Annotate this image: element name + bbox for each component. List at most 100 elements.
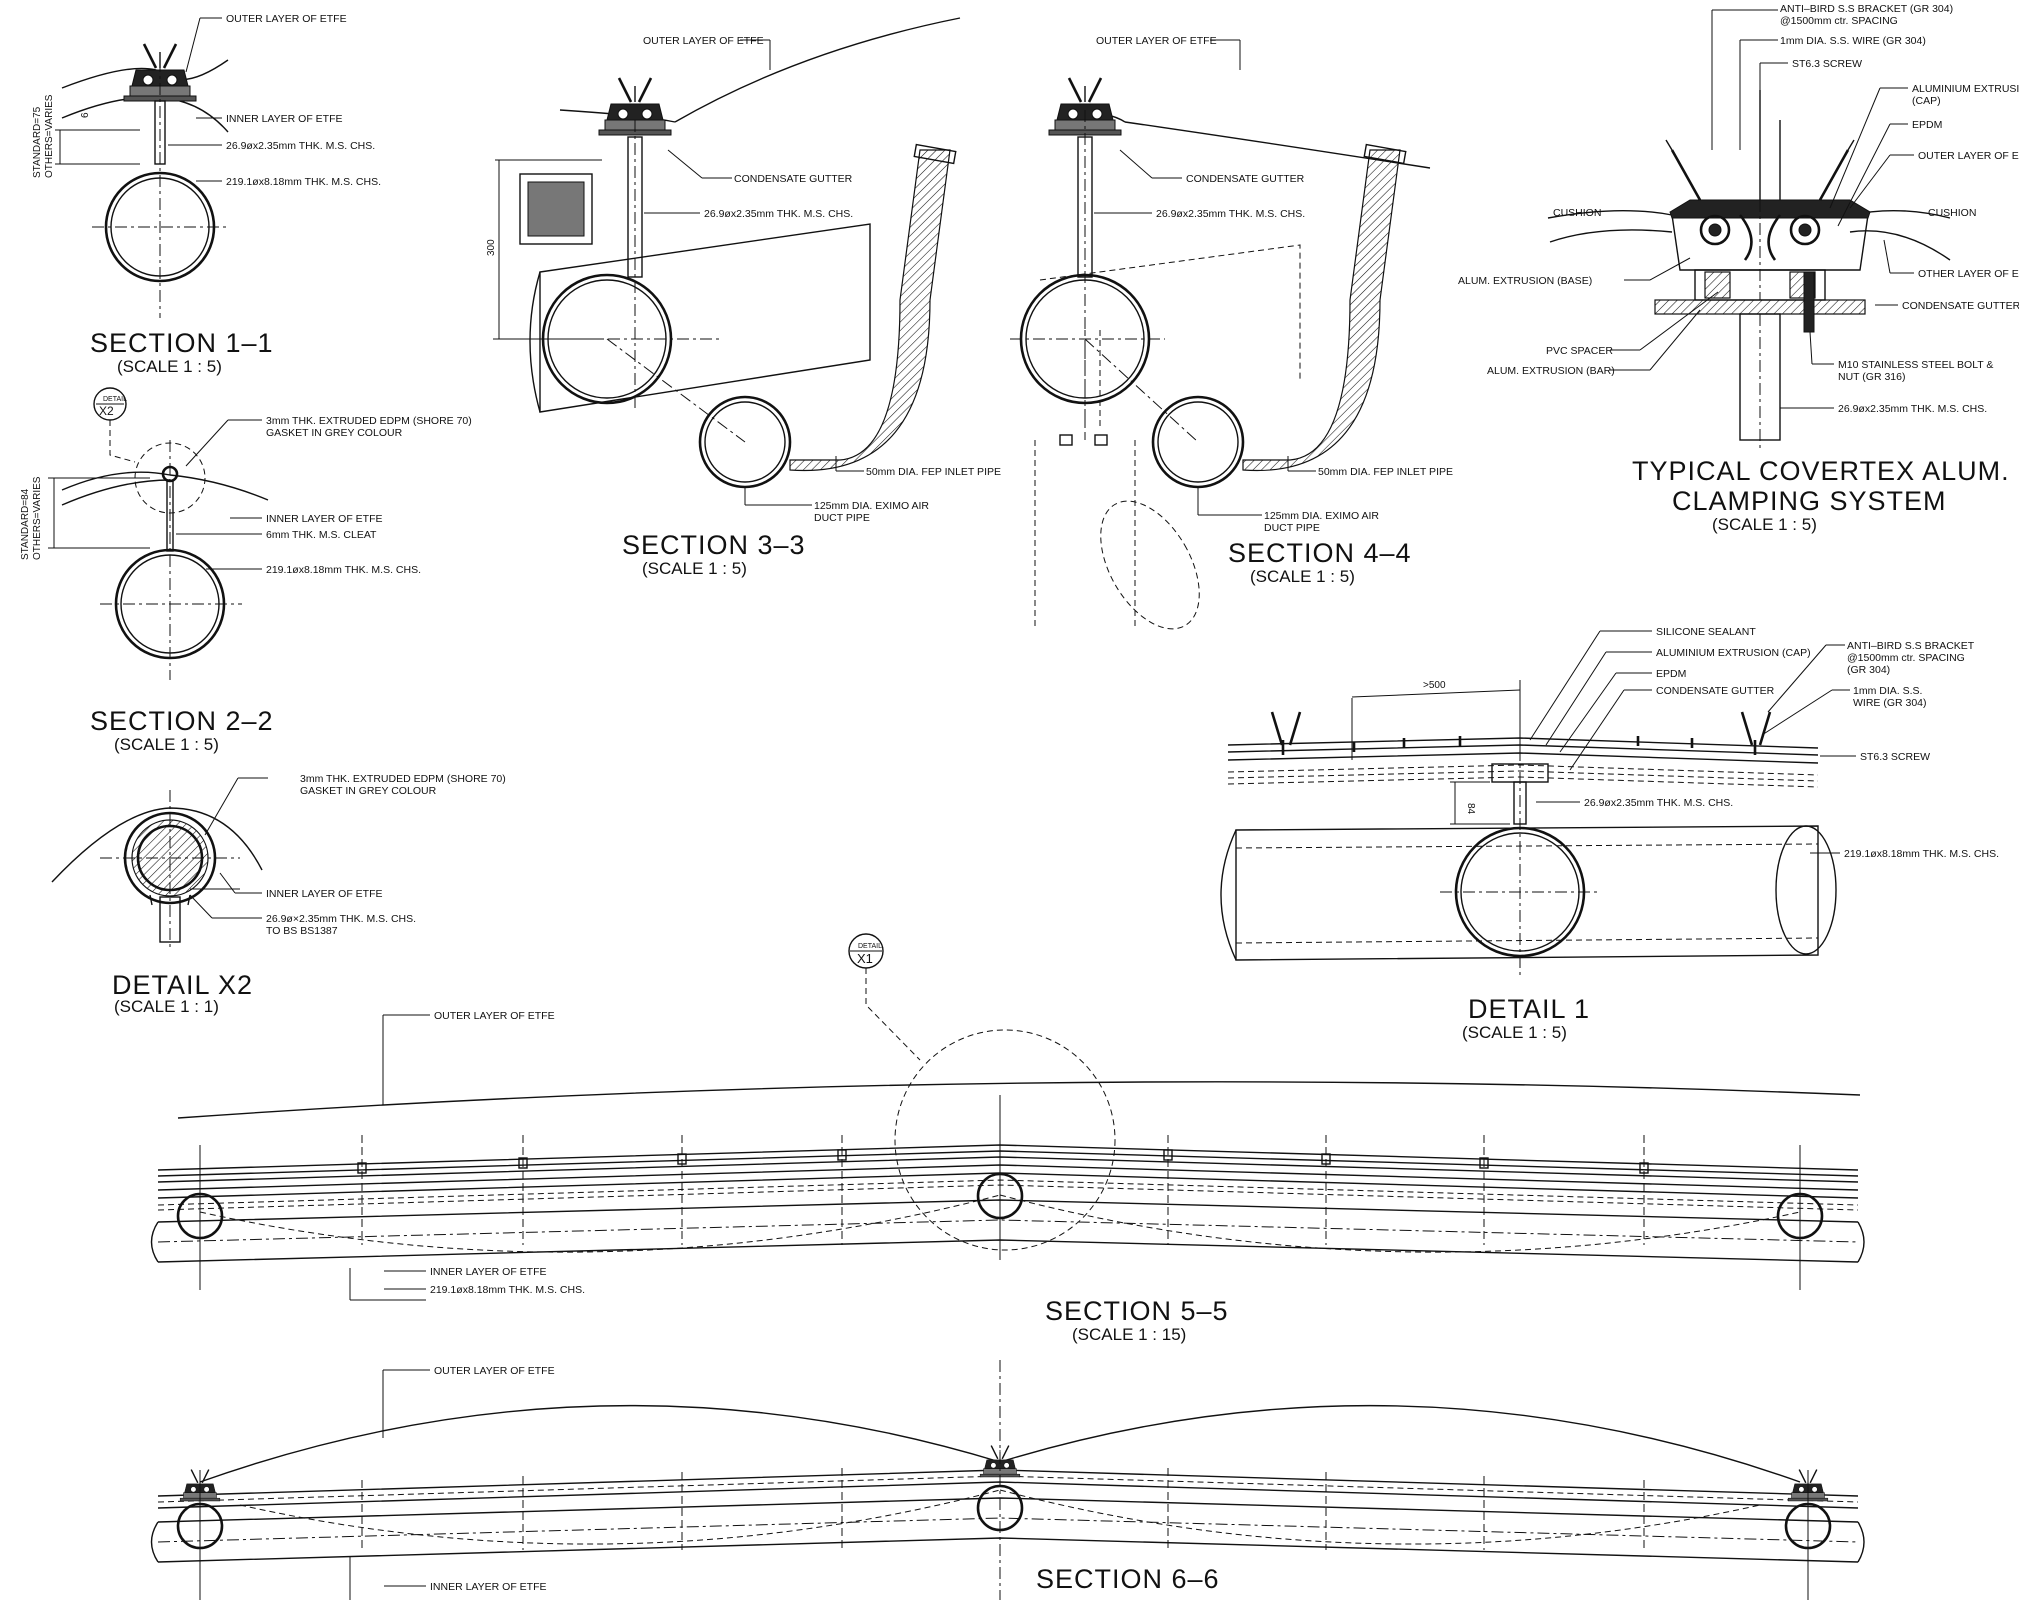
- outer-etfe-curve: [674, 17, 961, 123]
- title-detail-x2: DETAIL X2: [112, 970, 253, 1000]
- label-epdm: EPDM: [1656, 668, 1686, 680]
- scale-clamping: (SCALE 1 : 5): [1712, 515, 1817, 534]
- title-clamping-2: CLAMPING SYSTEM: [1672, 486, 1947, 516]
- svg-text:DETAIL: DETAIL: [858, 943, 882, 950]
- scale-detail-1: (SCALE 1 : 5): [1462, 1023, 1567, 1042]
- label-condensate-gutter: CONDENSATE GUTTER: [1902, 300, 2019, 312]
- scale-section-2-2: (SCALE 1 : 5): [114, 735, 219, 754]
- title-section-3-3: SECTION 3–3: [622, 530, 806, 560]
- label-pvc-spacer: PVC SPACER: [1546, 345, 1613, 357]
- label-alum-cap-b: (CAP): [1912, 95, 1941, 107]
- label-anti-bird-d1-a: ANTI–BIRD S.S BRACKET: [1847, 640, 1975, 652]
- label-outer-etfe: OUTER LAYER OF ETFE: [226, 13, 347, 25]
- label-outer-etfe-right: OUTER LAYER OF ETFE: [1918, 150, 2019, 162]
- label-inner-etfe: INNER LAYER OF ETFE: [430, 1266, 547, 1278]
- label-inner-etfe: INNER LAYER OF ETFE: [430, 1581, 547, 1593]
- label-ss-wire: 1mm DIA. S.S. WIRE (GR 304): [1780, 35, 1926, 47]
- svg-text:X2: X2: [99, 404, 114, 418]
- label-chs-small: 26.9øx2.35mm THK. M.S. CHS.: [1584, 797, 1733, 809]
- title-section-2-2: SECTION 2–2: [90, 706, 274, 736]
- detail-1: >500 84 SILICONE SEALANT ALUMINIUM EXTRU…: [1220, 626, 1999, 1042]
- dim-300: 300: [486, 239, 497, 256]
- section-5-5: DETAIL X1: [150, 933, 1865, 1344]
- label-anti-bird-d1-c: (GR 304): [1847, 664, 1890, 676]
- dim-6: 6: [80, 112, 91, 118]
- label-alum-base: ALUM. EXTRUSION (BASE): [1458, 275, 1592, 287]
- label-gasket-a: 3mm THK. EXTRUDED EDPM (SHORE 70): [300, 773, 506, 785]
- clamping-system-detail: ANTI–BIRD S.S BRACKET (GR 304) @1500mm c…: [1458, 3, 2019, 534]
- scale-section-1-1: (SCALE 1 : 5): [117, 357, 222, 376]
- outer-etfe-curve: [177, 1081, 1861, 1119]
- label-condensate-gutter: CONDENSATE GUTTER: [1186, 173, 1305, 185]
- label-ss-wire-d1-b: WIRE (GR 304): [1853, 697, 1927, 709]
- label-other-etfe: OTHER LAYER OF ETFE: [1918, 268, 2019, 280]
- label-condensate-gutter: CONDENSATE GUTTER: [734, 173, 853, 185]
- section-4-4: OUTER LAYER OF ETFE CONDENSATE GUTTER 26…: [1010, 35, 1453, 630]
- label-condensate-gutter: CONDENSATE GUTTER: [1656, 685, 1775, 697]
- section-6-6: OUTER LAYER OF ETFE INNER LAYER OF ETFE …: [150, 1360, 1865, 1600]
- title-detail-1: DETAIL 1: [1468, 994, 1590, 1024]
- section-3-3: 300 OUTER LAYER OF ETFE CONDENSATE GUTTE…: [486, 17, 1001, 578]
- label-eximo-b: DUCT PIPE: [1264, 522, 1320, 534]
- section-2-2: DETAIL X2 STANDARD=84 OTHERS=VARIES 3mm …: [20, 387, 472, 754]
- dim-84: 84: [1465, 803, 1476, 815]
- title-section-6-6: SECTION 6–6: [1036, 1564, 1220, 1594]
- label-alum-bar: ALUM. EXTRUSION (BAR): [1487, 365, 1615, 377]
- label-fep-pipe: 50mm DIA. FEP INLET PIPE: [866, 466, 1001, 478]
- label-chs-small: 26.9øx2.35mm THK. M.S. CHS.: [704, 208, 853, 220]
- title-section-5-5: SECTION 5–5: [1045, 1296, 1229, 1326]
- title-section-4-4: SECTION 4–4: [1228, 538, 1412, 568]
- label-eximo-a: 125mm DIA. EXIMO AIR: [1264, 510, 1379, 522]
- scale-section-4-4: (SCALE 1 : 5): [1250, 567, 1355, 586]
- label-alum-cap-d1: ALUMINIUM EXTRUSION (CAP): [1656, 647, 1811, 659]
- label-ss-wire-d1-a: 1mm DIA. S.S.: [1853, 685, 1922, 697]
- label-gasket-b: GASKET IN GREY COLOUR: [300, 785, 437, 797]
- label-outer-etfe: OUTER LAYER OF ETFE: [434, 1365, 555, 1377]
- dim-75-b: OTHERS=VARIES: [44, 94, 55, 178]
- label-inner-etfe: INNER LAYER OF ETFE: [226, 113, 343, 125]
- label-m10-bolt-b: NUT (GR 316): [1838, 371, 1906, 383]
- dim-84-a: STANDARD=84: [20, 488, 31, 560]
- label-chs-large: 219.1øx8.18mm THK. M.S. CHS.: [226, 176, 381, 188]
- label-m10-bolt-a: M10 STAINLESS STEEL BOLT &: [1838, 359, 1993, 371]
- section-1-1: STANDARD=75 OTHERS=VARIES 6 OUTER LAYER …: [32, 13, 381, 376]
- screws: [1352, 736, 1694, 752]
- detail-callout-circle: [894, 1029, 1116, 1251]
- label-chs-large: 219.1øx8.18mm THK. M.S. CHS.: [430, 1284, 585, 1296]
- label-chs-small: 26.9øx2.35mm THK. M.S. CHS.: [1156, 208, 1305, 220]
- label-st63-screw: ST6.3 SCREW: [1860, 751, 1930, 763]
- label-eximo-a: 125mm DIA. EXIMO AIR: [814, 500, 929, 512]
- label-fep-pipe: 50mm DIA. FEP INLET PIPE: [1318, 466, 1453, 478]
- label-chs-bs-b: TO BS BS1387: [266, 925, 338, 937]
- label-anti-bird-d1-b: @1500mm ctr. SPACING: [1847, 652, 1965, 664]
- label-chs-small: 26.9øx2.35mm THK. M.S. CHS.: [226, 140, 375, 152]
- svg-text:X1: X1: [857, 951, 873, 966]
- dim-75-a: STANDARD=75: [32, 106, 43, 178]
- label-chs-large: 219.1øx8.18mm THK. M.S. CHS.: [1844, 848, 1999, 860]
- label-outer-etfe: OUTER LAYER OF ETFE: [1096, 35, 1217, 47]
- label-cleat: 6mm THK. M.S. CLEAT: [266, 529, 377, 541]
- svg-text:DETAIL: DETAIL: [103, 396, 127, 403]
- bird-spikes: [1270, 711, 1772, 755]
- title-section-1-1: SECTION 1–1: [90, 328, 274, 358]
- label-outer-etfe: OUTER LAYER OF ETFE: [434, 1010, 555, 1022]
- label-anti-bird-a: ANTI–BIRD S.S BRACKET (GR 304): [1780, 3, 1953, 15]
- label-alum-cap-a: ALUMINIUM EXTRUSION: [1912, 83, 2019, 95]
- label-silicone: SILICONE SEALANT: [1656, 626, 1756, 638]
- scale-section-5-5: (SCALE 1 : 15): [1072, 1325, 1186, 1344]
- label-anti-bird-b: @1500mm ctr. SPACING: [1780, 15, 1898, 27]
- label-inner-etfe: INNER LAYER OF ETFE: [266, 888, 383, 900]
- detail-x2: 3mm THK. EXTRUDED EDPM (SHORE 70) GASKET…: [51, 773, 506, 1016]
- label-gasket-a: 3mm THK. EXTRUDED EDPM (SHORE 70): [266, 415, 472, 427]
- label-chs-large: 219.1øx8.18mm THK. M.S. CHS.: [266, 564, 421, 576]
- label-eximo-b: DUCT PIPE: [814, 512, 870, 524]
- label-gasket-b: GASKET IN GREY COLOUR: [266, 427, 403, 439]
- dim-500: >500: [1423, 680, 1446, 691]
- label-cushion-right: CUSHION: [1928, 207, 1976, 219]
- label-outer-etfe: OUTER LAYER OF ETFE: [643, 35, 764, 47]
- label-chs-bs-a: 26.9ø×2.35mm THK. M.S. CHS.: [266, 913, 416, 925]
- outer-etfe-curve: [199, 1404, 1001, 1483]
- label-epdm: EPDM: [1912, 119, 1942, 131]
- scale-section-3-3: (SCALE 1 : 5): [642, 559, 747, 578]
